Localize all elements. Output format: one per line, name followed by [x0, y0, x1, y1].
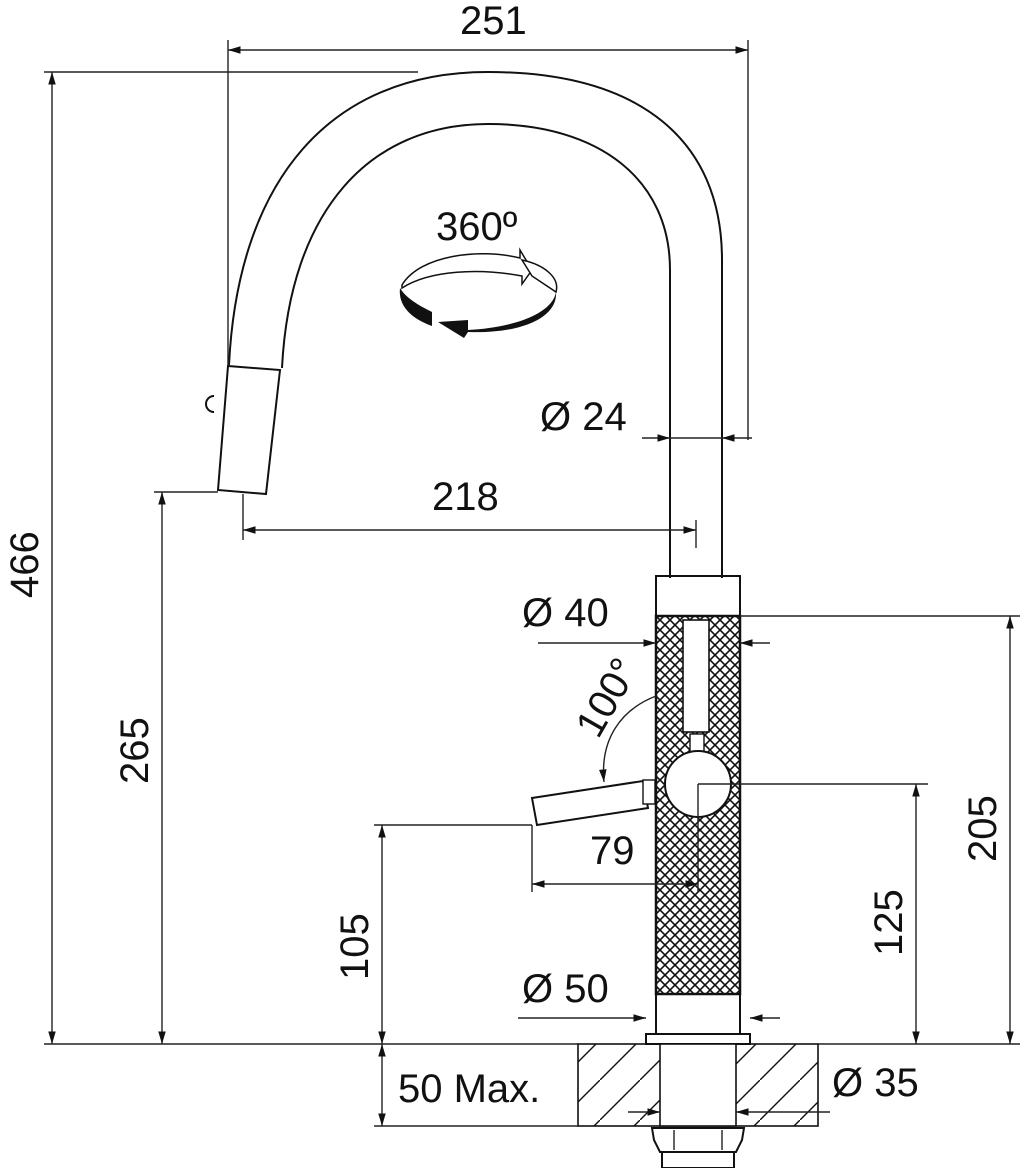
- lever-length-label: 79: [590, 829, 635, 873]
- spray-head: [216, 364, 282, 496]
- shank-end: [661, 1151, 735, 1168]
- lever-neck: [642, 779, 656, 805]
- handle-slot: [682, 619, 710, 733]
- outlet-height-label: 265: [113, 717, 157, 784]
- lever-angle-label: 100°: [568, 651, 647, 745]
- spray-button: [205, 395, 215, 413]
- rotation-360-icon: [399, 247, 558, 338]
- body-diameter-label: Ø 40: [522, 591, 609, 635]
- body-height-label: 205: [961, 795, 1005, 862]
- lever-handle: [530, 779, 650, 827]
- spout-outer-curve: [228, 70, 723, 578]
- lever-tip-height-label: 105: [333, 913, 377, 980]
- dimension-lines: [44, 40, 1020, 1127]
- mounting-nut: [650, 1127, 746, 1153]
- overall-width-label: 251: [460, 0, 527, 43]
- spout-diameter-label: Ø 24: [540, 395, 627, 439]
- shank-diameter-label: Ø 35: [832, 1061, 919, 1105]
- base-plate: [645, 1033, 751, 1045]
- overall-height-label: 466: [3, 531, 47, 598]
- shank: [659, 1043, 737, 1127]
- lever-axis-height-label: 125: [867, 889, 911, 956]
- spout-inner-curve: [281, 122, 671, 578]
- base-diameter-label: Ø 50: [522, 967, 609, 1011]
- counter-thickness-label: 50 Max.: [398, 1067, 540, 1111]
- lower-collar: [655, 993, 741, 1035]
- rotation-label: 360º: [436, 205, 518, 249]
- upper-collar: [655, 575, 741, 617]
- spout-reach-label: 218: [432, 475, 499, 519]
